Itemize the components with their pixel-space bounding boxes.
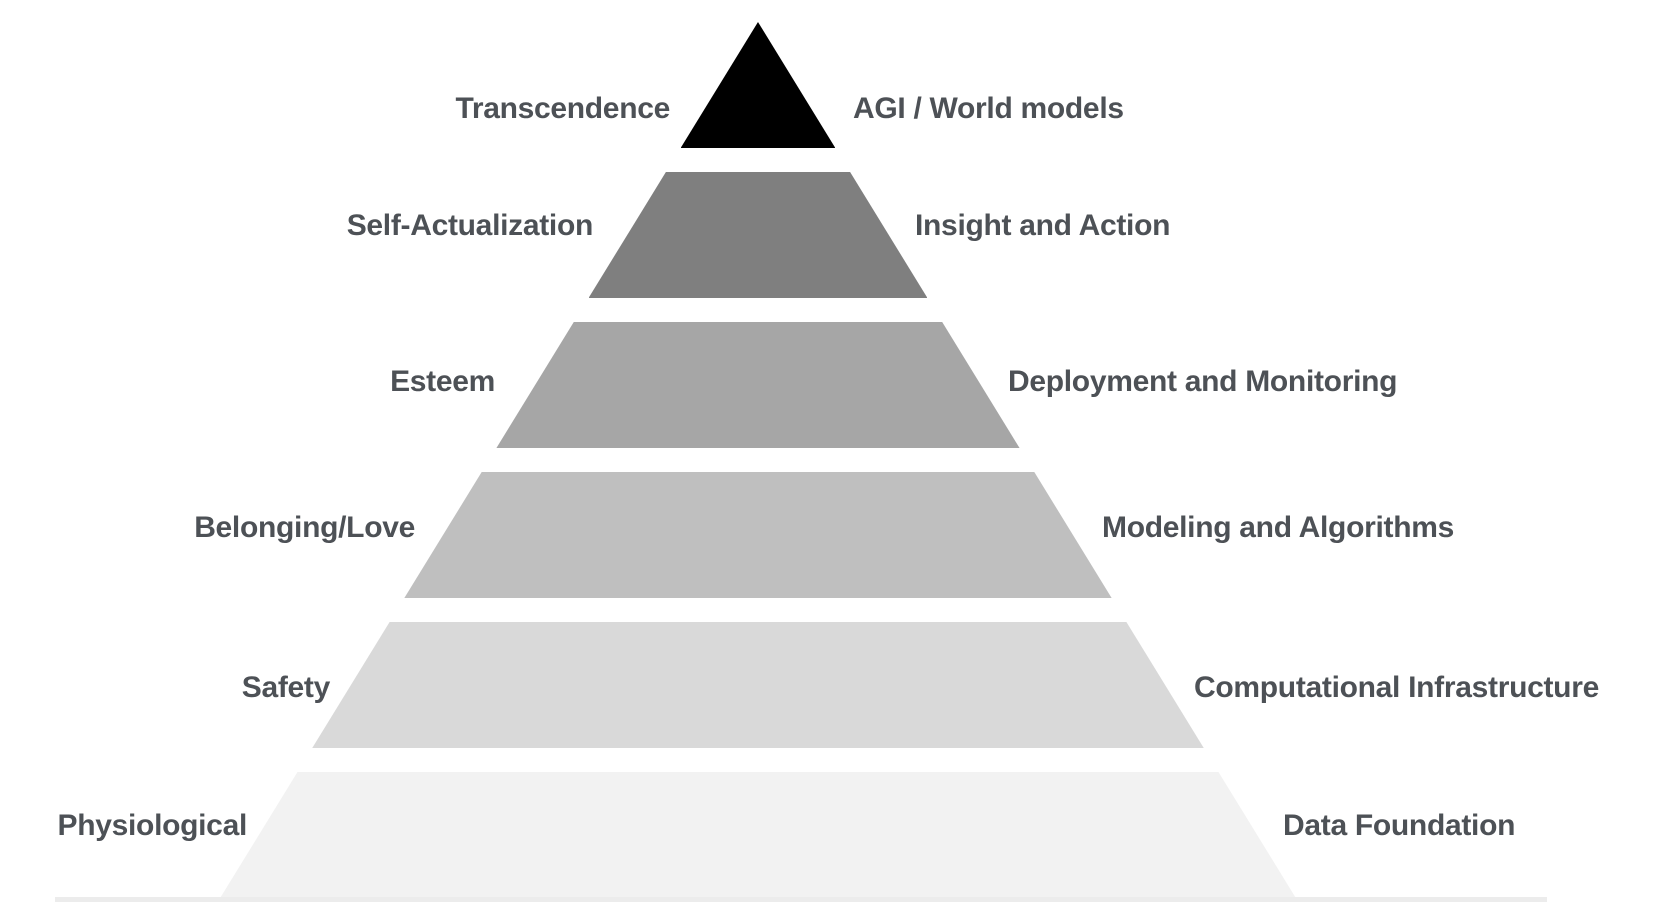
ai-label-computational-infrastructure: Computational Infrastructure bbox=[1194, 671, 1599, 704]
ai-label-insight-and-action: Insight and Action bbox=[915, 209, 1171, 242]
maslow-label-self-actualization: Self-Actualization bbox=[346, 209, 594, 242]
maslow-label-belonging-love: Belonging/Love bbox=[194, 511, 415, 544]
pyramid-level-4-band bbox=[404, 472, 1112, 598]
pyramid-level-6-band bbox=[220, 772, 1296, 898]
maslow-label-safety: Safety bbox=[241, 671, 331, 704]
maslow-label-esteem: Esteem bbox=[390, 365, 495, 398]
bottom-strip bbox=[55, 897, 1547, 902]
ai-label-modeling-and-algorithms: Modeling and Algorithms bbox=[1102, 511, 1454, 544]
ai-label-agi-world-models: AGI / World models bbox=[853, 92, 1124, 125]
maslow-label-transcendence: Transcendence bbox=[455, 92, 670, 125]
pyramid-level-5-band bbox=[312, 622, 1204, 748]
ai-label-data-foundation: Data Foundation bbox=[1283, 809, 1516, 842]
pyramid-level-3-band bbox=[496, 322, 1020, 448]
ai-label-deployment-and-monitoring: Deployment and Monitoring bbox=[1008, 365, 1398, 398]
pyramid-level-2-band bbox=[588, 172, 928, 298]
maslow-label-physiological: Physiological bbox=[57, 809, 248, 842]
pyramid-level-1-band bbox=[680, 22, 836, 148]
